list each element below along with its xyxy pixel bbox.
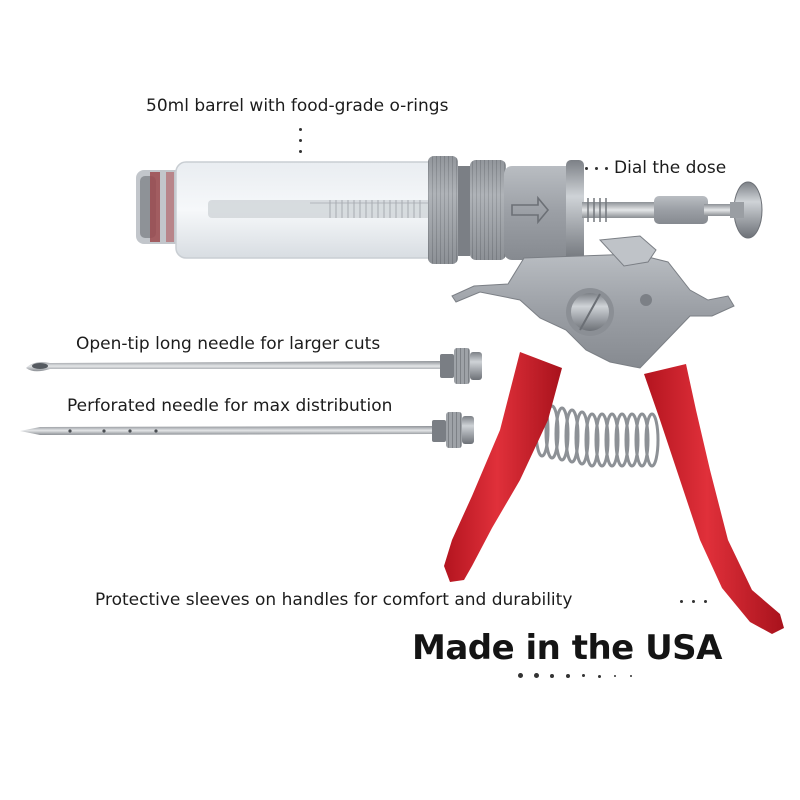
- dial-rod: [582, 181, 763, 239]
- knurled-collar: [428, 156, 506, 264]
- open-tip-callout: Open-tip long needle for larger cuts: [76, 334, 381, 354]
- dose-housing: [504, 160, 584, 264]
- barrel-callout: 50ml barrel with food-grade o-rings: [146, 96, 449, 116]
- dial-callout-dots: [585, 167, 611, 171]
- barrel-callout-dots: [299, 128, 303, 158]
- perforated-callout: Perforated needle for max distribution: [67, 396, 393, 416]
- trigger-frame: [451, 235, 735, 369]
- barrel: [136, 161, 439, 259]
- open-tip-needle: [26, 348, 482, 384]
- perforated-needle: [20, 412, 474, 448]
- sleeves-callout: Protective sleeves on handles for comfor…: [95, 590, 573, 610]
- dial-callout: Dial the dose: [614, 158, 727, 178]
- spring: [534, 402, 660, 468]
- sleeves-callout-dots: [680, 600, 710, 604]
- made-in-usa-headline: Made in the USA: [412, 628, 722, 668]
- handle-sleeves: [444, 352, 784, 634]
- headline-dots: [518, 673, 638, 679]
